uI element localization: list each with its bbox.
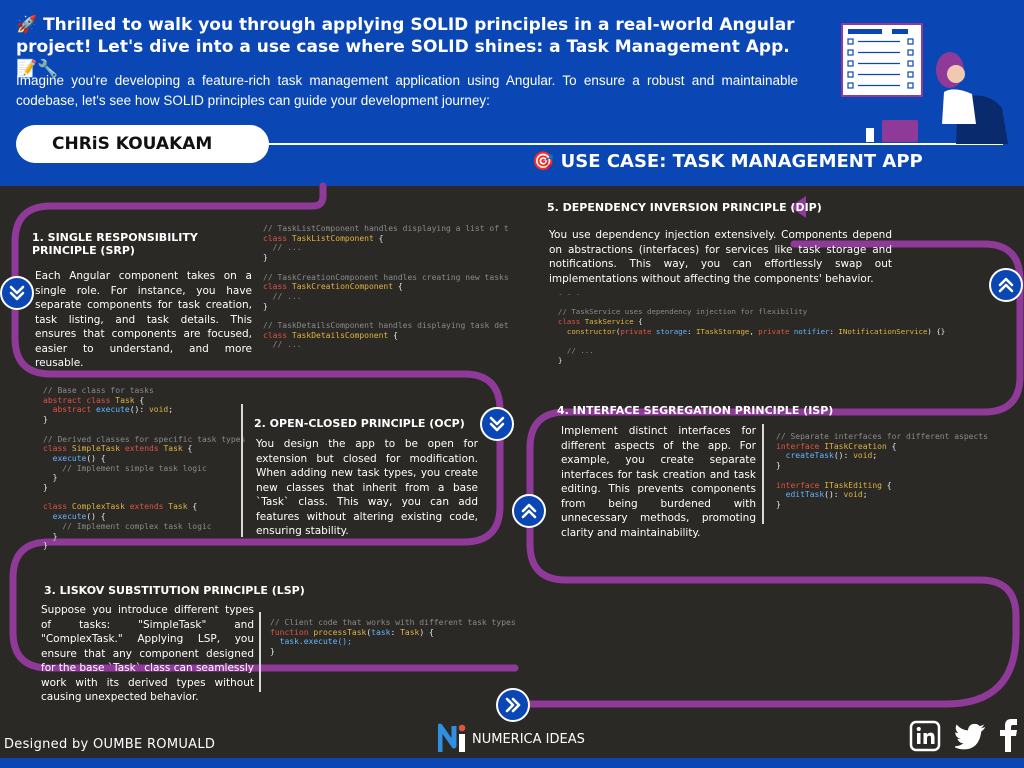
double-chevron-down-icon — [489, 416, 505, 432]
isp-body: Implement distinct interfaces for differ… — [561, 425, 756, 539]
designer-credit: Designed by OUMBE ROMUALD — [4, 737, 216, 752]
page-title: 🚀 Thrilled to walk you through applying … — [16, 15, 795, 79]
double-chevron-up-icon — [998, 277, 1014, 293]
lsp-code: // Client code that works with different… — [270, 618, 516, 657]
lsp-body: Suppose you introduce different types of… — [41, 604, 254, 703]
double-chevron-up-icon — [521, 503, 537, 519]
scroll-up-button-dip[interactable] — [989, 268, 1023, 302]
dip-title: 5. DEPENDENCY INVERSION PRINCIPLE (DIP) — [547, 201, 822, 214]
ocp-title: 2. OPEN-CLOSED PRINCIPLE (OCP) — [254, 417, 465, 430]
scroll-down-button-ocp[interactable] — [480, 407, 514, 441]
lsp-divider — [259, 612, 261, 692]
double-chevron-down-icon — [9, 285, 25, 301]
isp-code: // Separate interfaces for different asp… — [776, 432, 988, 509]
numerica-logo-icon — [438, 723, 466, 752]
brand-logo: NUMERICA IDEAS — [438, 722, 585, 756]
ocp-body: You design the app to be open for extens… — [256, 438, 478, 537]
use-case-heading: 🎯 USE CASE: TASK MANAGEMENT APP — [532, 151, 923, 172]
task-list-illustration-icon — [841, 23, 1008, 145]
author-badge: CHRiS KOUAKAM — [16, 125, 269, 163]
double-chevron-right-icon — [505, 697, 521, 713]
next-button-lsp[interactable] — [496, 688, 530, 722]
srp-body: Each Angular component takes on a single… — [35, 270, 252, 369]
principles-track — [9, 182, 1024, 708]
isp-title: 4. INTERFACE SEGREGATION PRINCIPLE (ISP) — [557, 404, 834, 417]
intro-text: Imagine you're developing a feature-rich… — [16, 73, 798, 108]
ocp-divider — [241, 404, 243, 537]
dip-body: You use dependency injection extensively… — [549, 229, 892, 285]
scroll-down-button-srp[interactable] — [0, 276, 34, 310]
brand-name: NUMERICA IDEAS — [472, 731, 585, 747]
dip-code: . . . // TaskService uses dependency inj… — [558, 288, 946, 365]
ocp-code: // Base class for tasks abstract class T… — [43, 386, 246, 551]
twitter-icon[interactable] — [955, 722, 987, 752]
isp-divider — [762, 424, 764, 524]
author-name: CHRiS KOUAKAM — [52, 134, 213, 154]
linkedin-icon[interactable] — [909, 720, 941, 752]
srp-title: 1. SINGLE RESPONSIBILITY PRINCIPLE (SRP) — [32, 231, 198, 257]
scroll-up-button-isp[interactable] — [512, 494, 546, 528]
srp-code: // TaskListComponent handles displaying … — [263, 224, 509, 350]
header-divider — [268, 143, 1003, 145]
lsp-title: 3. LISKOV SUBSTITUTION PRINCIPLE (LSP) — [44, 584, 305, 597]
footer-bar — [0, 758, 1024, 768]
header-banner: 🚀 Thrilled to walk you through applying … — [0, 0, 1024, 186]
facebook-icon[interactable] — [999, 718, 1021, 752]
